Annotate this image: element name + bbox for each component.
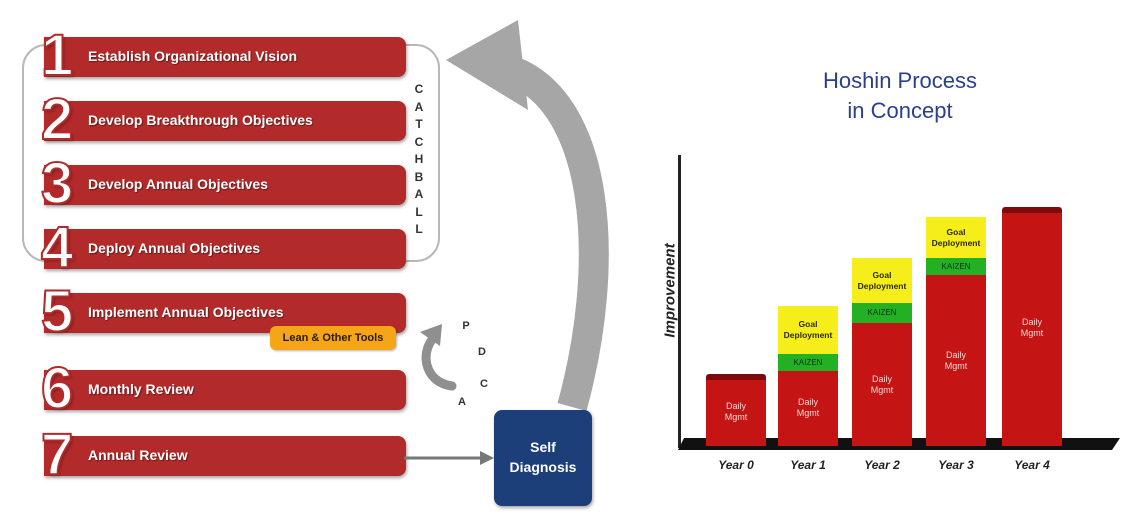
kaizen-segment: KAIZEN <box>926 258 986 276</box>
catchball-letter: C <box>414 134 424 149</box>
goal-deployment-segment-label: Goal Deployment <box>783 318 833 340</box>
daily-mgmt-segment: Daily Mgmt <box>926 275 986 446</box>
daily-mgmt-segment-label: Daily Mgmt <box>796 397 820 419</box>
step-number: 1 <box>40 23 74 88</box>
step-label: Develop Annual Objectives <box>88 176 268 192</box>
step-number: 4 <box>40 215 74 280</box>
bar-top-cap <box>706 373 766 380</box>
self-diagnosis-box: Self Diagnosis <box>494 410 592 506</box>
daily-mgmt-segment: Daily Mgmt <box>778 370 838 446</box>
y-axis-line <box>678 155 681 448</box>
daily-mgmt-segment-label: Daily Mgmt <box>944 349 968 371</box>
catchball-letter: A <box>414 187 424 201</box>
pdca-letter: C <box>480 378 488 390</box>
x-tick-label: Year 1 <box>790 458 826 472</box>
step-label: Develop Breakthrough Objectives <box>88 112 313 128</box>
goal-deployment-segment-label: Goal Deployment <box>857 269 907 291</box>
step-number: 2 <box>40 87 74 152</box>
step-7: 7 Annual Review <box>40 425 406 485</box>
kaizen-segment: KAIZEN <box>852 302 912 324</box>
step-number: 3 <box>40 151 74 216</box>
kaizen-segment-label: KAIZEN <box>941 262 971 272</box>
lean-tools-badge: Lean & Other Tools <box>270 326 396 350</box>
catchball-bracket <box>22 44 440 262</box>
x-tick-label: Year 4 <box>1014 458 1050 472</box>
step-label: Deploy Annual Objectives <box>88 240 261 256</box>
daily-mgmt-segment-label: Daily Mgmt <box>870 373 894 395</box>
feedback-curved-arrow-icon <box>446 20 609 411</box>
step-number: 7 <box>40 422 74 487</box>
step-2: 2 Develop Breakthrough Objectives <box>40 90 406 150</box>
kaizen-segment-label: KAIZEN <box>867 308 897 318</box>
daily-mgmt-segment-label: Daily Mgmt <box>724 400 748 422</box>
catchball-letter: L <box>415 222 423 236</box>
daily-mgmt-segment: Daily Mgmt <box>706 377 766 446</box>
step-1: 1 Establish Organizational Vision <box>40 26 406 86</box>
chart-title: Hoshin Process in Concept <box>780 66 1020 126</box>
arrow-right-icon <box>404 451 494 465</box>
catchball-letter: L <box>415 204 423 219</box>
goal-deployment-segment-label: Goal Deployment <box>931 226 981 248</box>
chart-title-line2: in Concept <box>847 98 953 123</box>
x-tick-label: Year 3 <box>938 458 974 472</box>
step-label: Implement Annual Objectives <box>88 304 284 320</box>
x-tick-label: Year 2 <box>864 458 900 472</box>
pdca-letter: P <box>462 320 470 332</box>
x-tick-label: Year 0 <box>718 458 754 472</box>
x-axis-base <box>678 438 1120 450</box>
self-diagnosis-line1: Self <box>530 439 556 455</box>
step-6: 6 Monthly Review <box>40 359 406 419</box>
pdca-letter: D <box>478 346 486 358</box>
daily-mgmt-segment: Daily Mgmt <box>1002 210 1062 446</box>
kaizen-segment-label: KAIZEN <box>793 357 823 367</box>
step-3: 3 Develop Annual Objectives <box>40 154 406 214</box>
chart-title-line1: Hoshin Process <box>822 68 978 93</box>
self-diagnosis-line2: Diagnosis <box>509 459 577 475</box>
step-number: 5 <box>40 279 74 344</box>
goal-deployment-segment: Goal Deployment <box>926 217 986 259</box>
bar-top-cap <box>1002 206 1062 213</box>
catchball-letter: A <box>414 99 424 114</box>
daily-mgmt-segment: Daily Mgmt <box>852 323 912 446</box>
step-label: Establish Organizational Vision <box>88 48 298 64</box>
step-label: Monthly Review <box>88 381 194 397</box>
daily-mgmt-segment-label: Daily Mgmt <box>1020 317 1044 339</box>
goal-deployment-segment: Goal Deployment <box>852 258 912 303</box>
catchball-letter: B <box>414 169 424 184</box>
pdca-curved-arrow-icon <box>420 324 457 391</box>
step-4: 4 Deploy Annual Objectives <box>40 218 406 278</box>
step-number: 6 <box>40 356 74 421</box>
pdca-letter: A <box>458 396 466 408</box>
goal-deployment-segment: Goal Deployment <box>778 306 838 354</box>
catchball-letter: C <box>414 82 424 96</box>
step-label: Annual Review <box>88 447 188 463</box>
catchball-letter: T <box>415 117 423 131</box>
kaizen-segment: KAIZEN <box>778 353 838 371</box>
y-axis-label: Improvement <box>661 243 679 338</box>
catchball-letter: H <box>414 152 424 166</box>
